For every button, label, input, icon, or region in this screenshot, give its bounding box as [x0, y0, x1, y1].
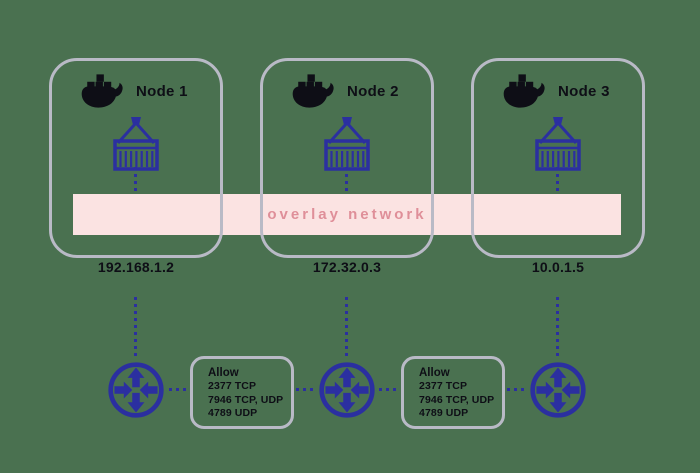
dotted-link-node-router-2	[345, 297, 348, 357]
dotted-link-container-overlay-3	[556, 167, 559, 194]
dotted-link-node-router-3	[556, 297, 559, 357]
dotted-link-router-rule	[379, 388, 399, 391]
firewall-rule-port: 2377 TCP	[419, 380, 468, 392]
container-crane-icon	[535, 117, 581, 171]
dotted-link-container-overlay-1	[134, 167, 137, 194]
dotted-link-container-overlay-2	[345, 167, 348, 194]
overlay-network-label: overlay network	[267, 206, 427, 223]
firewall-rule-port: 4789 UDP	[208, 407, 258, 419]
dotted-link-node-router-1	[134, 297, 137, 357]
router-icon	[528, 360, 588, 420]
docker-whale-icon	[503, 74, 545, 108]
node-ip-address: 172.32.0.3	[312, 259, 382, 275]
firewall-rule-box-2: Allow 2377 TCP 7946 TCP, UDP 4789 UDP	[401, 356, 505, 429]
dotted-link-rule-router	[296, 388, 316, 391]
container-crane-icon	[324, 117, 370, 171]
firewall-rule-box-1: Allow 2377 TCP 7946 TCP, UDP 4789 UDP	[190, 356, 294, 429]
firewall-rule-port: 7946 TCP, UDP	[208, 393, 284, 406]
overlay-network-band: overlay network	[73, 194, 621, 235]
node-box-1: Node 1	[49, 58, 223, 258]
dotted-link-rule-router	[507, 388, 527, 391]
node-label: Node 3	[558, 83, 610, 100]
firewall-rule-title: Allow	[419, 367, 450, 379]
firewall-rule-port: 2377 TCP	[208, 380, 257, 392]
node-box-3: Node 3	[471, 58, 645, 258]
router-icon	[106, 360, 166, 420]
node-ip-address: 10.0.1.5	[531, 259, 585, 275]
dotted-link-router-rule	[169, 388, 189, 391]
firewall-rule-port: 4789 UDP	[419, 407, 469, 419]
docker-whale-icon	[81, 74, 123, 108]
router-icon	[317, 360, 377, 420]
node-label: Node 2	[347, 83, 399, 100]
container-crane-icon	[113, 117, 159, 171]
node-box-2: Node 2	[260, 58, 434, 258]
firewall-rule-port: 7946 TCP, UDP	[419, 393, 495, 406]
firewall-rule-title: Allow	[208, 367, 239, 379]
node-ip-address: 192.168.1.2	[97, 259, 175, 275]
docker-whale-icon	[292, 74, 334, 108]
node-label: Node 1	[136, 83, 188, 100]
